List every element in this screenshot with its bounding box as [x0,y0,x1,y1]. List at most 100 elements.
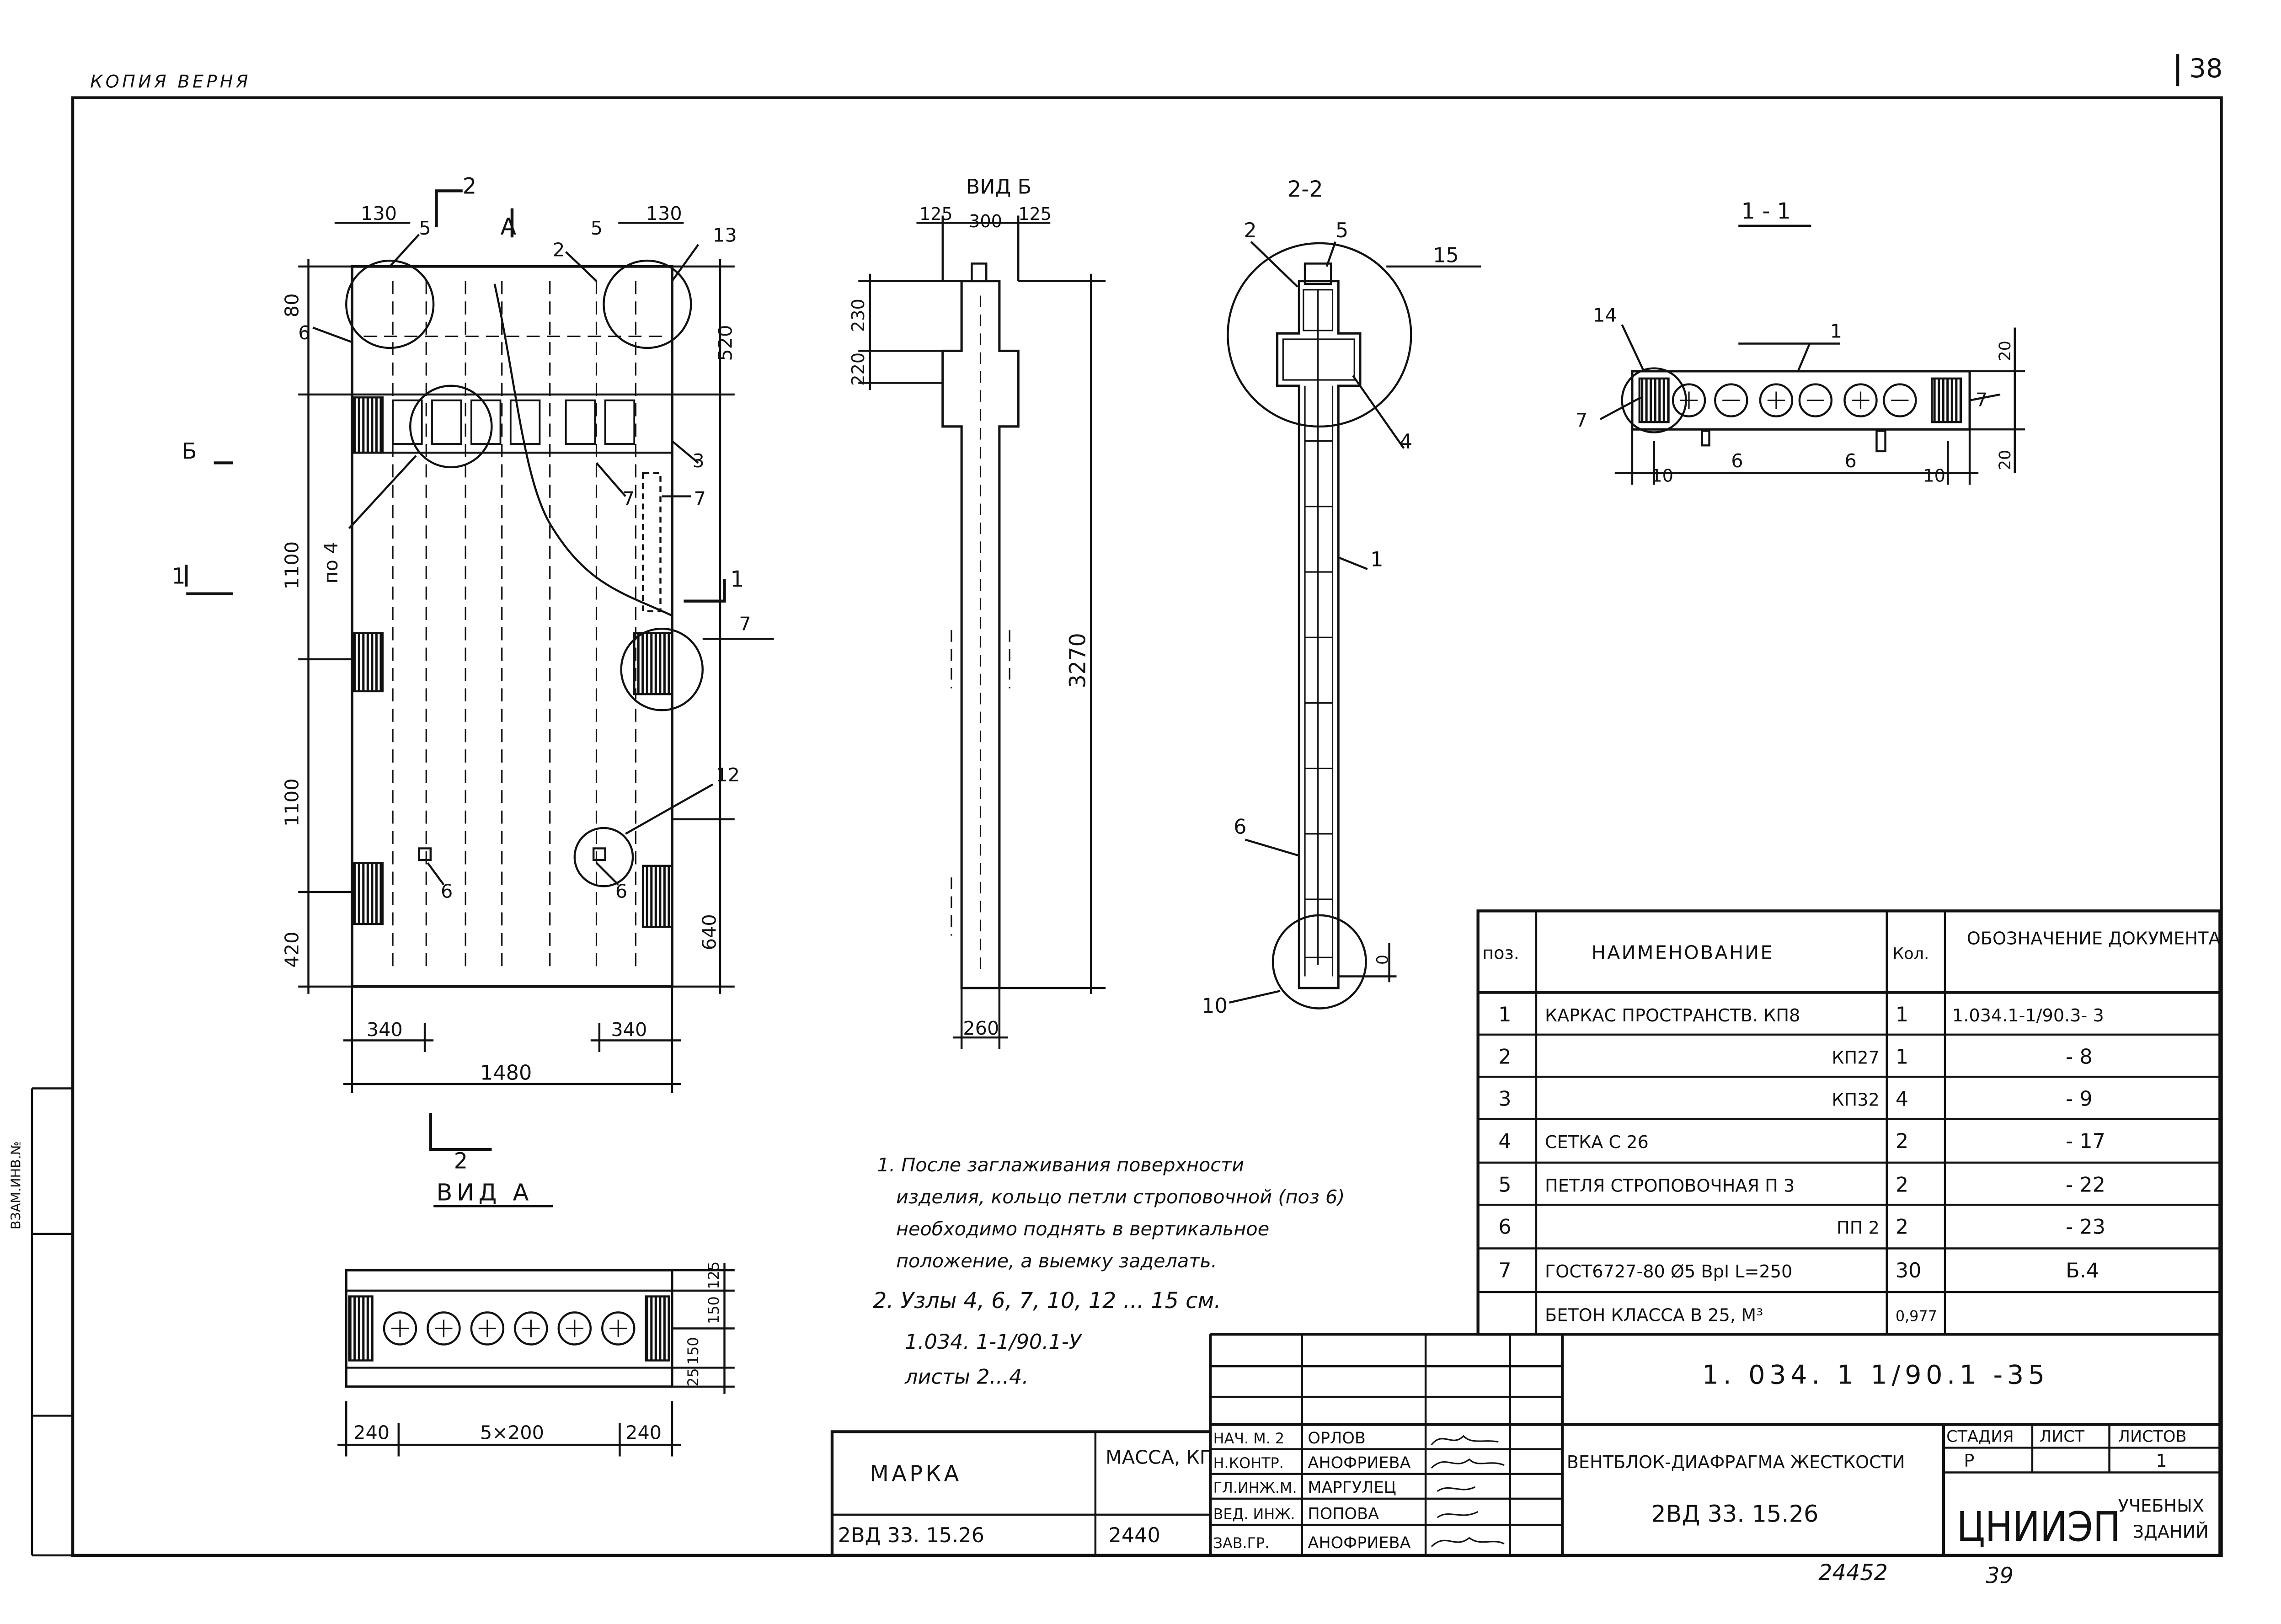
dim-1480: 1480 [480,1061,532,1084]
view-a-dim-25: 25 [684,1368,702,1386]
sec11-callout-6b: 6 [1844,450,1856,472]
role-4-name: АНОФРИЕВА [1308,1534,1410,1552]
spec-header-qty: Кол. [1892,945,1929,963]
org-sub-2: ЗДАНИЙ [2132,1521,2208,1543]
spec-row-2-name: КП32 [1832,1090,1879,1111]
dim-340-right: 340 [611,1019,647,1041]
sec11-dim-20a: 20 [1996,341,2014,361]
spec-header-name: НАИМЕНОВАНИЕ [1592,941,1774,963]
note-1-line-1: 1. После заглаживания поверхности [877,1154,1244,1176]
role-2-title: ГЛ.ИНЖ.М. [1213,1479,1297,1496]
sec22-callout-5: 5 [1335,219,1348,242]
section-1-1 [1599,224,2025,485]
callout-7a: 7 [623,488,635,510]
dim-1100-top: 1100 [281,541,303,589]
spec-row-5-pos: 6 [1498,1215,1511,1239]
sec11-dim-20b: 20 [1996,450,2014,470]
spec-row-1-doc: - 8 [2066,1045,2093,1068]
spec-row-0-doc: 1.034.1-1/90.3- 3 [1952,1006,2104,1026]
dim-1100-bottom: 1100 [281,779,303,827]
title-block-roles: НАЧ. М. 2 ОРЛОВ Н.КОНТР. АНОФРИЕВА ГЛ.ИНЖ.М.… [1213,1429,1411,1552]
callout-6b: 6 [441,881,453,903]
role-0-title: НАЧ. М. 2 [1213,1430,1285,1447]
mass-value: 2440 [1109,1523,1160,1547]
callout-2: 2 [553,239,565,261]
spec-row-6-doc: Б.4 [2066,1259,2099,1282]
role-0-name: ОРЛОВ [1308,1429,1365,1448]
plan-view [185,189,774,1151]
spec-row-0-qty: 1 [1896,1003,1908,1026]
note-1-line-4: положение, а выемку заделать. [896,1250,1217,1272]
sec22-callout-6: 6 [1234,815,1246,839]
view-b-title: ВИД Б [966,175,1031,199]
spec-table [1476,909,2222,1336]
view-b-dim-230: 230 [849,299,869,332]
view-a-dim-150b: 150 [684,1337,702,1365]
org-logo: ЦНИИЭП [1956,1503,2121,1551]
sec22-callout-4: 4 [1400,430,1412,454]
marka-value: 2ВД 33. 15.26 [838,1523,984,1547]
view-a-dim-150a: 150 [705,1296,722,1324]
callout-13: 13 [713,224,737,246]
dim-640: 640 [698,914,720,950]
spec-row-7-qty: 0,977 [1896,1308,1937,1325]
note-1-line-3: необходимо поднять в вертикальное [896,1218,1269,1240]
side-strip-label: ВЗАМ.ИНВ.№ [8,1141,24,1229]
spec-row-6-qty: 30 [1896,1259,1922,1282]
sec11-callout-14: 14 [1593,304,1617,326]
signatures [1431,1435,1505,1547]
dim-130-right: 130 [646,203,682,224]
sheets-value: 1 [2156,1451,2167,1471]
role-3-title: ВЕД. ИНЖ. [1213,1505,1295,1522]
copy-stamp: КОПИЯ ВЕРНЯ [90,72,251,92]
spec-row-1-qty: 1 [1896,1045,1908,1068]
dim-520: 520 [714,325,736,361]
view-b-dim-3270: 3270 [1066,633,1091,688]
footer-number-left: 24452 [1818,1560,1888,1586]
callout-5b: 5 [591,217,603,239]
marka-header: МАРКА [870,1462,962,1487]
sec22-callout-2: 2 [1244,219,1256,242]
view-b-marker: Б [182,439,197,464]
section-mark-2-top: 2 [463,174,476,199]
section-2-2 [1227,241,1481,1010]
view-b-dim-300: 300 [969,212,1002,232]
spec-row-3-doc: - 17 [2066,1129,2105,1153]
sec11-dim-10b: 10 [1923,466,1945,486]
section-2-2-title: 2-2 [1287,177,1323,202]
section-1-right: 1 [730,567,744,592]
spec-row-4-pos: 5 [1498,1173,1511,1197]
notes: 1. После заглаживания поверхности издели… [873,1154,1345,1389]
role-1-name: АНОФРИЕВА [1308,1454,1410,1472]
section-1-1-title: 1 - 1 [1741,199,1791,224]
spec-row-3-name: СЕТКА С 26 [1545,1133,1649,1153]
mass-header: МАССА, КГ [1106,1446,1211,1468]
callout-5a: 5 [419,217,431,239]
spec-row-1-name: КП27 [1832,1048,1879,1068]
sheet-number: 38 [2190,53,2223,84]
view-b-dim-125a: 125 [919,204,953,224]
callout-6c: 6 [615,881,627,903]
sec11-callout-7b: 7 [1976,389,1987,411]
sec11-callout-7a: 7 [1576,409,1587,431]
title-block [830,1333,2222,1557]
callout-3: 3 [693,450,705,472]
sec11-callout-1: 1 [1830,321,1842,342]
po4-label: по 4 [320,542,342,584]
section-mark-2-bottom: 2 [454,1149,468,1174]
spec-row-2-doc: - 9 [2066,1087,2093,1111]
footer-number-right: 39 [1986,1563,2014,1588]
spec-header-doc: ОБОЗНАЧЕНИЕ ДОКУМЕНТА [1967,929,2221,949]
spec-row-5-doc: - 23 [2066,1215,2105,1239]
note-2-line-3: листы 2...4. [904,1365,1028,1389]
stage-header: СТАДИЯ [1946,1428,2014,1446]
view-a [337,1205,735,1457]
spec-row-4-name: ПЕТЛЯ СТРОПОВОЧНАЯ П 3 [1545,1176,1795,1196]
spec-row-0-name: КАРКАС ПРОСТРАНСТВ. КП8 [1545,1006,1800,1026]
callout-12: 12 [716,764,740,786]
view-a-dim-125: 125 [705,1261,722,1289]
role-1-title: Н.КОНТР. [1213,1454,1284,1472]
sheets-header: ЛИСТОВ [2118,1428,2187,1446]
dim-420: 420 [281,931,303,967]
